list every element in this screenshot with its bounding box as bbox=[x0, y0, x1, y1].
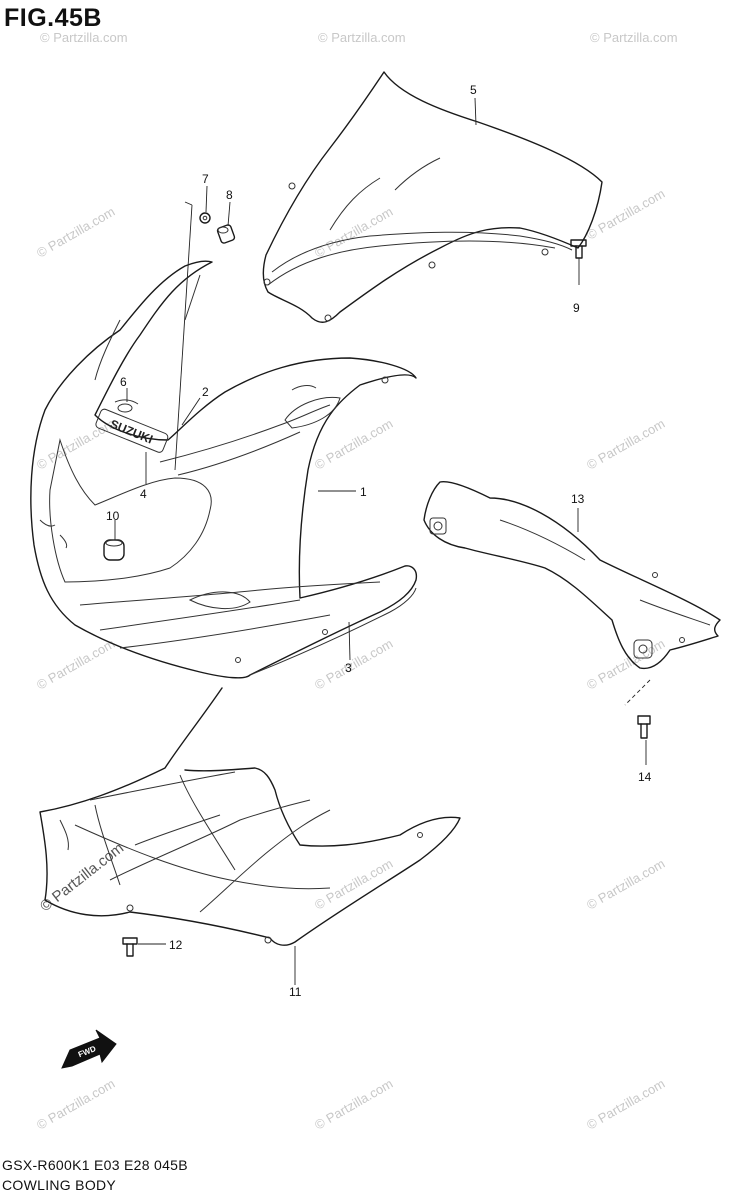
model-code: GSX-R600K1 E03 E28 045B bbox=[2, 1157, 188, 1173]
callout-6: 6 bbox=[120, 375, 127, 389]
callout-9: 9 bbox=[573, 301, 580, 315]
inner-panel-part[interactable] bbox=[423, 481, 721, 670]
brand-mark-text: SUZUKI bbox=[108, 417, 155, 447]
trim-strip-part[interactable] bbox=[114, 399, 139, 413]
watermark-layer: © Partzilla.com © Partzilla.com © Partzi… bbox=[34, 30, 678, 1133]
leader-lines bbox=[114, 97, 651, 985]
callout-7: 7 bbox=[202, 172, 209, 186]
callout-4: 4 bbox=[140, 487, 147, 501]
emblem-plate bbox=[95, 408, 169, 453]
watermark: © Partzilla.com bbox=[312, 636, 395, 693]
watermark: © Partzilla.com bbox=[584, 856, 667, 913]
section-name: COWLING BODY bbox=[2, 1177, 117, 1193]
figure-title: FIG.45B bbox=[4, 4, 102, 32]
callout-12: 12 bbox=[169, 938, 183, 952]
fastener-7[interactable] bbox=[199, 212, 211, 224]
callout-8: 8 bbox=[226, 188, 233, 202]
watermark: © Partzilla.com bbox=[34, 1076, 117, 1133]
watermark: © Partzilla.com bbox=[34, 416, 117, 473]
screw-14[interactable] bbox=[637, 715, 651, 739]
watermark: © Partzilla.com bbox=[34, 636, 117, 693]
callout-1: 1 bbox=[360, 485, 367, 499]
callout-14: 14 bbox=[638, 770, 652, 784]
forward-direction-arrow: FWD bbox=[61, 1029, 117, 1069]
screw-12[interactable] bbox=[122, 937, 138, 957]
lower-cowling-part[interactable] bbox=[39, 687, 461, 946]
screw-9[interactable] bbox=[570, 239, 587, 259]
watermark: © Partzilla.com bbox=[584, 636, 667, 693]
watermark: © Partzilla.com bbox=[584, 1076, 667, 1133]
grommet-10[interactable] bbox=[103, 539, 125, 561]
watermark: © Partzilla.com bbox=[312, 1076, 395, 1133]
callout-3: 3 bbox=[345, 661, 352, 675]
callout-11: 11 bbox=[289, 985, 302, 999]
callout-labels: 1 2 3 4 5 6 7 8 9 10 11 12 13 14 bbox=[106, 83, 652, 999]
windscreen-part[interactable] bbox=[262, 71, 603, 323]
watermark: © Partzilla.com bbox=[590, 30, 678, 45]
watermark: © Partzilla.com bbox=[584, 186, 667, 243]
callout-13: 13 bbox=[571, 492, 585, 506]
callout-5: 5 bbox=[470, 83, 477, 97]
fastener-8[interactable] bbox=[216, 224, 236, 244]
upper-cowling-part[interactable] bbox=[30, 260, 418, 679]
side-panel-part[interactable] bbox=[249, 587, 417, 676]
watermark: © Partzilla.com bbox=[584, 416, 667, 473]
watermark: © Partzilla.com bbox=[40, 30, 128, 45]
watermark: © Partzilla.com bbox=[34, 204, 117, 261]
callout-10: 10 bbox=[106, 509, 120, 523]
watermark: © Partzilla.com bbox=[318, 30, 406, 45]
callout-2: 2 bbox=[202, 385, 209, 399]
suzuki-emblem[interactable]: SUZUKI bbox=[95, 408, 169, 454]
watermark: © Partzilla.com bbox=[312, 204, 395, 261]
